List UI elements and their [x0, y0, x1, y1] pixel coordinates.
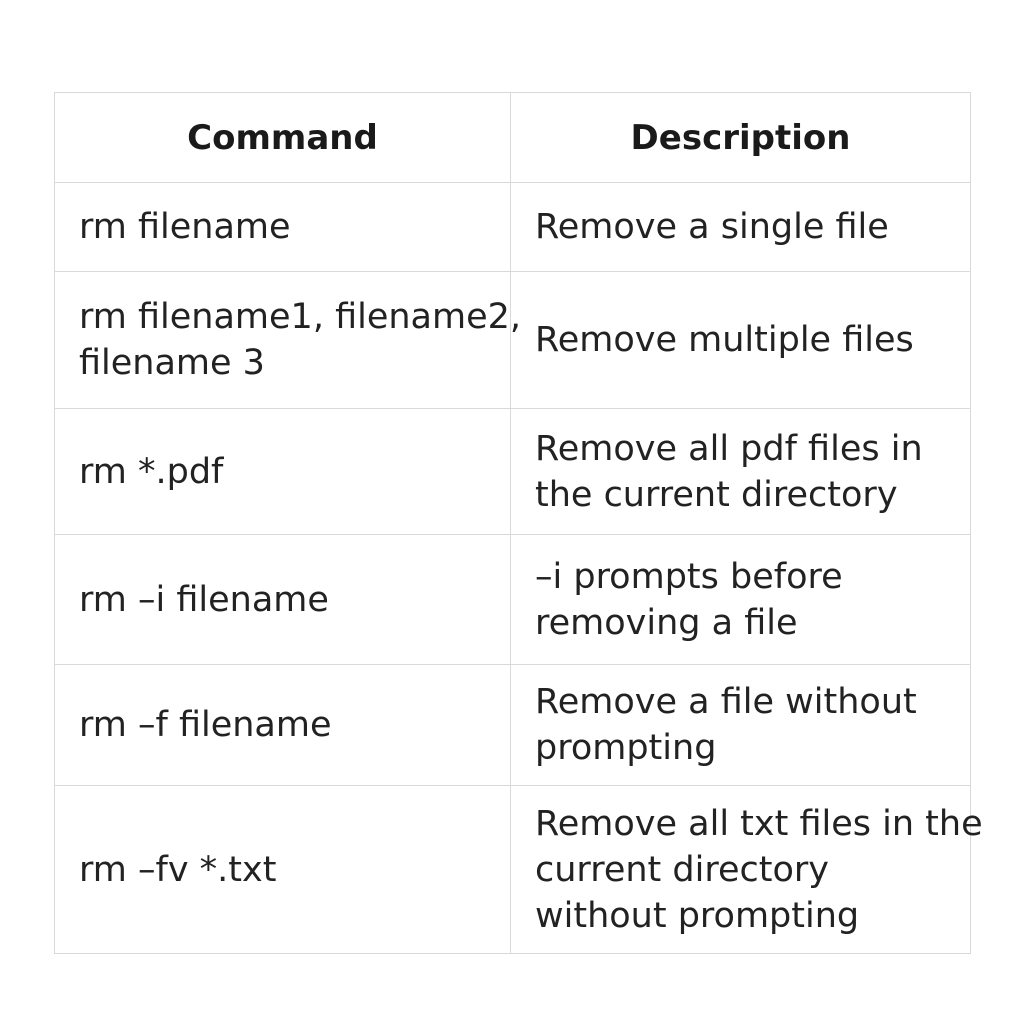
description-cell: Remove a file without prompting	[510, 664, 971, 786]
command-text: rm *.pdf	[79, 451, 224, 492]
description-cell: –i prompts before removing a file	[510, 534, 971, 665]
table-row: rm filename Remove a single file	[54, 182, 971, 272]
description-text: Remove a file without	[535, 682, 917, 722]
table-row: rm –i filename –i prompts before removin…	[54, 534, 971, 665]
rm-commands-table-container: Command Description rm filename Remove a…	[54, 92, 983, 954]
command-text: rm –f filename	[79, 705, 332, 745]
command-text: rm –i filename	[79, 579, 329, 620]
column-header-command: Command	[54, 92, 511, 183]
description-text: Remove all txt files in the	[535, 803, 983, 844]
column-header-description: Description	[510, 92, 971, 183]
command-cell: rm filename	[54, 182, 511, 272]
command-cell: rm filename1, filename2, filename 3	[54, 271, 522, 409]
table-row: rm filename1, filename2, filename 3 Remo…	[54, 271, 971, 409]
table-row: rm –f filename Remove a file without pro…	[54, 664, 971, 786]
description-text: the current directory	[535, 474, 898, 515]
description-text: –i prompts before	[535, 556, 843, 597]
description-cell: Remove a single file	[510, 182, 971, 272]
command-text: rm filename	[79, 207, 291, 247]
description-text: without prompting	[535, 895, 860, 936]
description-cell: Remove all txt files in the current dire…	[510, 785, 983, 954]
command-text: rm –fv *.txt	[79, 849, 277, 890]
description-text: prompting	[535, 728, 717, 768]
command-text: filename 3	[79, 343, 265, 383]
table-row: rm *.pdf Remove all pdf files in the cur…	[54, 408, 971, 535]
description-text: Remove a single file	[535, 207, 889, 247]
table-row: rm –fv *.txt Remove all txt files in the…	[54, 785, 983, 954]
command-text: rm filename1, filename2,	[79, 297, 522, 337]
command-cell: rm *.pdf	[54, 408, 511, 535]
description-cell: Remove all pdf files in the current dire…	[510, 408, 971, 535]
description-text: Remove all pdf files in	[535, 428, 923, 469]
command-cell: rm –f filename	[54, 664, 511, 786]
description-text: removing a file	[535, 602, 798, 643]
description-cell: Remove multiple files	[510, 271, 971, 409]
table-header-row: Command Description	[54, 92, 971, 183]
description-text: current directory	[535, 849, 829, 890]
rm-commands-table: Command Description rm filename Remove a…	[54, 92, 983, 954]
description-text: Remove multiple files	[535, 320, 914, 360]
command-cell: rm –i filename	[54, 534, 511, 665]
command-cell: rm –fv *.txt	[54, 785, 511, 954]
